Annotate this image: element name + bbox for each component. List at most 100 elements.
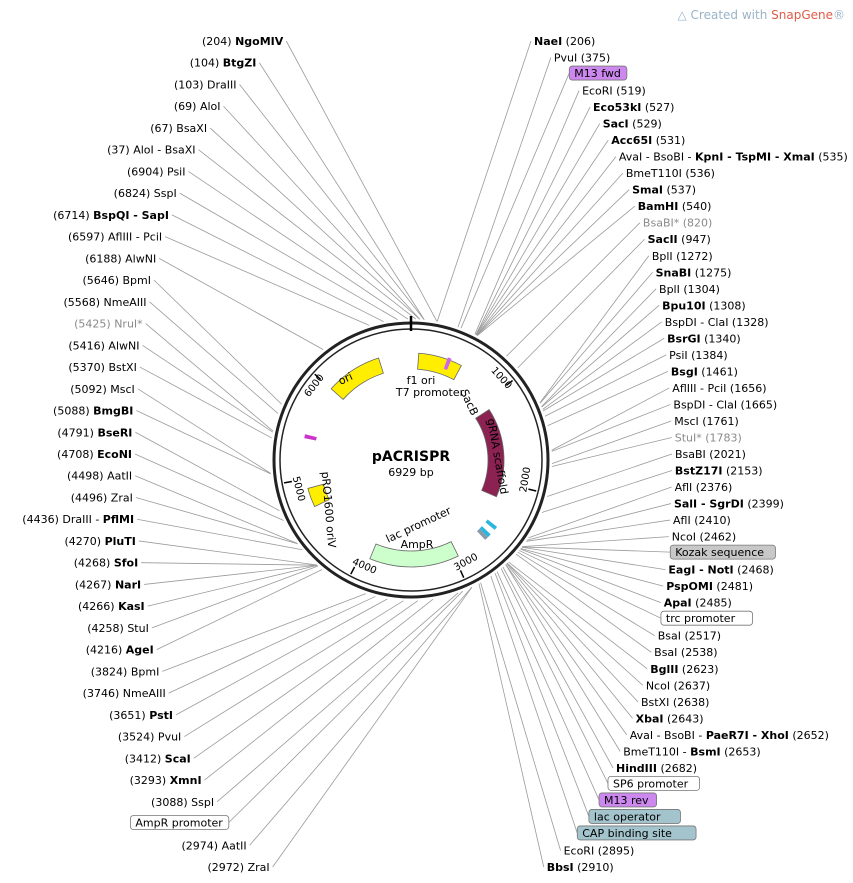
- feature-box: [588, 809, 681, 824]
- leader: [162, 593, 366, 672]
- site-label-text: BspDI - ClaI (1328): [665, 316, 769, 329]
- site-label-text: SmaI (537): [632, 184, 696, 197]
- site-label-text: (5646) BpmI: [82, 274, 151, 287]
- site-label-left-18: (4791) BseRI: [57, 426, 132, 439]
- leader: [138, 540, 317, 566]
- site-label-text: (6597) AflIII - PciI: [68, 231, 162, 244]
- leader: [474, 90, 580, 335]
- site-label-text: (103) DraIII: [174, 78, 237, 91]
- site-label-right-25: BsaBI (2021): [675, 448, 746, 461]
- feature-box: [660, 610, 753, 626]
- site-label-text: SnaBI (1275): [656, 266, 732, 279]
- site-label-right-46: M13 rev: [598, 792, 658, 808]
- leader: [547, 453, 673, 497]
- site-label-left-3: (69) AloI: [174, 100, 221, 113]
- site-label-text: (4268) SfoI: [74, 557, 138, 570]
- site-label-text: (4708) EcoNI: [57, 448, 132, 461]
- feature-box-text: M13 fwd: [574, 67, 621, 80]
- leader: [494, 573, 590, 817]
- site-label-text: (5092) MscI: [70, 383, 135, 396]
- leader: [151, 565, 319, 629]
- leader: [153, 279, 282, 405]
- site-label-text: (3524) PvuI: [118, 731, 181, 744]
- site-label-text: PvuI (375): [554, 52, 610, 65]
- site-label-right-49: EcoRI (2895): [564, 844, 635, 857]
- leader: [228, 590, 464, 823]
- leader: [165, 236, 370, 326]
- site-label-right-30: NcoI (2462): [672, 531, 736, 544]
- site-label-text: Acc65I (531): [611, 134, 685, 147]
- site-label-text: (5370) BstXI: [68, 361, 136, 374]
- site-label-text: (4496) ZraI: [71, 491, 133, 504]
- site-label-right-18: BsrGI (1340): [667, 332, 741, 345]
- tick-5000: [283, 480, 293, 484]
- leader: [204, 598, 434, 781]
- leader: [541, 288, 657, 407]
- mini-feature-2: [479, 526, 491, 538]
- site-label-left-31: (3651) PstI: [109, 709, 173, 722]
- site-label-text: BamHI (540): [638, 200, 712, 213]
- leader: [539, 255, 650, 404]
- feature-box-text: lac operator: [594, 810, 661, 823]
- leader: [179, 192, 398, 320]
- leader: [209, 127, 420, 320]
- site-label-right-6: Acc65I (531): [611, 134, 685, 147]
- feature-box-text: trc promoter: [666, 612, 736, 625]
- leader: [522, 536, 669, 548]
- site-label-text: BsaI (2517): [658, 630, 721, 643]
- site-label-right-19: PsiI (1384): [669, 349, 728, 362]
- site-label-right-22: BspDI - ClaI (1665): [673, 398, 777, 411]
- tick-label-5000: 5000: [290, 475, 307, 502]
- site-label-left-19: (4708) EcoNI: [57, 448, 132, 461]
- site-label-right-20: BsgI (1461): [671, 365, 738, 378]
- leader: [141, 562, 318, 566]
- tick-1000: [505, 379, 514, 387]
- site-label-text: (6188) AlwNI: [85, 252, 156, 265]
- leader-lines: [134, 40, 673, 868]
- leader: [547, 371, 669, 427]
- site-label-right-27: AflI (2376): [675, 481, 733, 494]
- leader: [508, 561, 648, 670]
- site-label-right-15: BplI (1304): [659, 283, 720, 296]
- leader: [526, 503, 672, 541]
- site-label-left-15: (5370) BstXI: [68, 361, 136, 374]
- leader: [477, 205, 636, 336]
- site-label-left-0: (204) NgoMIV: [202, 35, 284, 48]
- site-label-right-42: AvaI - BsoBI - PaeR7I - XhoI (2652): [630, 729, 829, 742]
- watermark-logo-icon: △: [677, 8, 687, 22]
- site-label-text: AvaI - BsoBI - KpnI - TspMI - XmaI (535): [619, 151, 848, 164]
- feature-box-text: M13 rev: [604, 794, 649, 807]
- site-label-text: BmeT110I (536): [626, 167, 715, 180]
- site-label-right-14: SnaBI (1275): [656, 266, 732, 279]
- site-label-left-8: (6714) BspQI - SapI: [53, 209, 169, 222]
- leader: [184, 600, 404, 737]
- site-label-right-16: Bpu10I (1308): [662, 299, 746, 312]
- site-label-left-10: (6188) AlwNI: [85, 252, 156, 265]
- site-label-text: Bpu10I (1308): [662, 299, 746, 312]
- site-label-text: BsgI (1461): [671, 365, 738, 378]
- site-label-text: (3088) SspI: [151, 796, 214, 809]
- site-label-left-24: (4268) SfoI: [74, 557, 138, 570]
- plasmid-name: pACRISPR: [372, 449, 450, 465]
- inner-label-6: pRO1600 oriV: [319, 471, 339, 549]
- site-label-right-21: AflIII - PciI (1656): [672, 382, 766, 395]
- site-label-left-28: (4216) AgeI: [86, 644, 154, 657]
- site-label-left-23: (4270) PluTI: [65, 535, 136, 548]
- feature-box: [568, 65, 628, 81]
- leader: [521, 546, 666, 571]
- site-label-text: (4498) AatII: [67, 470, 132, 483]
- leader: [171, 214, 384, 323]
- site-label-text: SalI - SgrDI (2399): [674, 498, 784, 511]
- leader: [526, 519, 671, 542]
- site-label-left-7: (6824) SspI: [114, 187, 177, 200]
- site-label-right-37: BsaI (2538): [654, 646, 717, 659]
- site-label-text: BmeT110I - BsmI (2653): [623, 745, 761, 758]
- site-label-right-23: MscI (1761): [674, 415, 739, 428]
- site-label-text: (4270) PluTI: [65, 535, 136, 548]
- inner-label-7: ori: [336, 370, 354, 388]
- site-label-right-31: Kozak sequence: [669, 544, 776, 560]
- site-label-right-36: BsaI (2517): [658, 630, 721, 643]
- leader: [168, 596, 376, 694]
- tick-label-1000: 1000: [488, 365, 513, 391]
